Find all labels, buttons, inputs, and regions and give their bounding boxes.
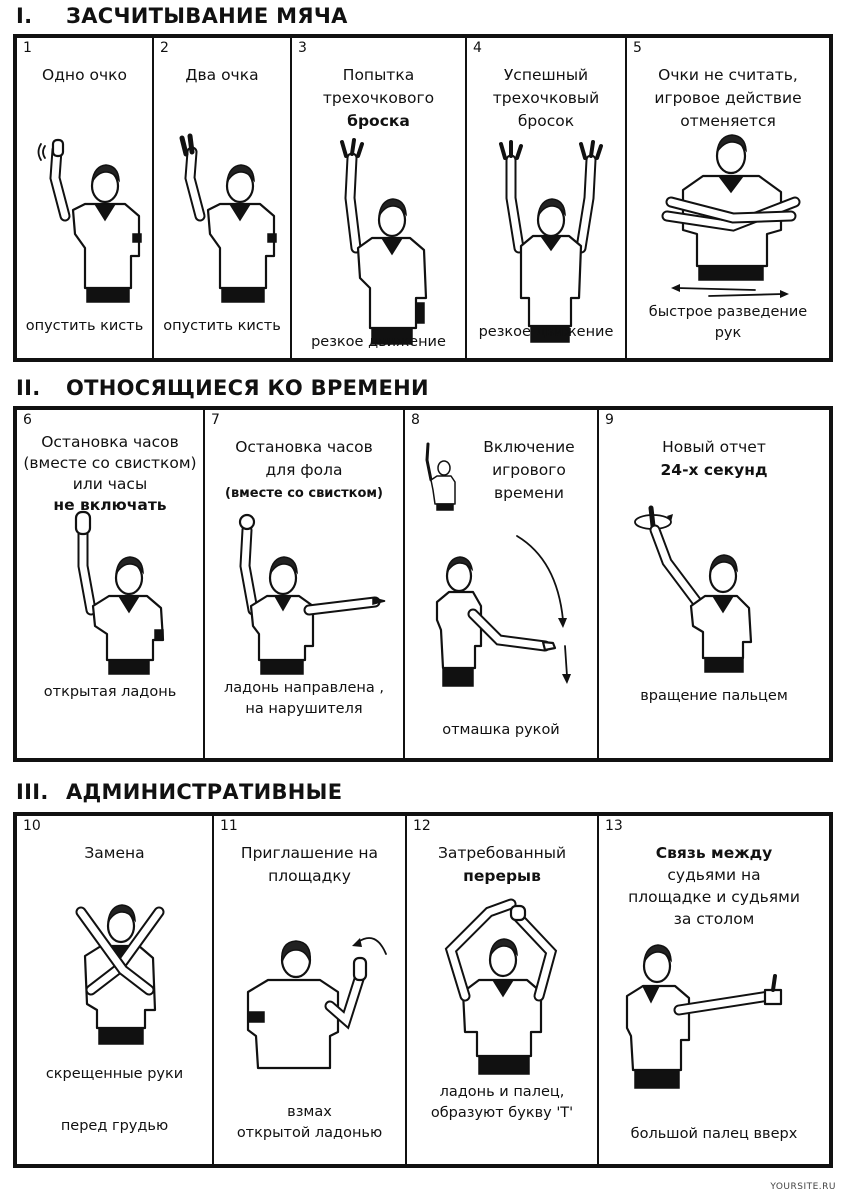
referee-three-point-success-figure: [499, 140, 603, 343]
panel-title: Затребованный перерыв: [437, 844, 567, 885]
section-1-box: 1 Одно очко опустить кисть 2 Два очка: [13, 34, 833, 362]
panel-number: 9: [605, 412, 614, 428]
panel-3: 3 Попытка трехочкового броска резкое дви…: [292, 38, 467, 358]
panel-number: 2: [160, 40, 169, 56]
panel-title: Одно очко: [42, 66, 127, 84]
panel-title: Приглашение на площадку: [240, 844, 379, 885]
section-1-number: I.: [16, 4, 33, 28]
panel-7: 7 Остановка часов для фола (вместе со св…: [205, 410, 405, 758]
panel-number: 5: [633, 40, 642, 56]
section-2-title: II. ОТНОСЯЩИЕСЯ КО ВРЕМЕНИ: [16, 376, 429, 400]
referee-cancel-score-figure: [661, 134, 801, 298]
panel-caption: открытая ладонь: [43, 684, 177, 700]
panel-number: 1: [23, 40, 32, 56]
panel-5: 5 Очки не считать, игровое действие отме…: [627, 38, 829, 358]
panel-6: 6 Остановка часов (вместе со свистком) и…: [17, 410, 205, 758]
panel-title: Остановка часов (вместе со свистком) или…: [23, 433, 197, 514]
panel-caption-second: перед грудью: [60, 1118, 169, 1134]
panel-number: 8: [411, 412, 420, 428]
section-2-number: II.: [16, 376, 41, 400]
referee-substitution-figure: [75, 904, 165, 1045]
panel-caption: вращение пальцем: [640, 688, 788, 704]
panel-number: 3: [298, 40, 307, 56]
panel-title: Два очка: [185, 66, 259, 84]
panel-title: Очки не считать, игровое действие отменя…: [654, 66, 802, 130]
panel-number: 13: [605, 818, 623, 834]
panel-caption: отмашка рукой: [442, 722, 560, 738]
section-2-label: ОТНОСЯЩИЕСЯ КО ВРЕМЕНИ: [66, 376, 429, 400]
panel-title: Остановка часов для фола (вместе со свис…: [225, 438, 383, 501]
panel-caption: взмах открытой ладонью: [236, 1104, 383, 1141]
panel-caption: резкое движение: [478, 324, 614, 340]
panel-caption: ладонь и палец, образуют букву 'T': [430, 1084, 574, 1121]
panel-8: 8 Включение игрового времени отмашка рук…: [405, 410, 599, 758]
panel-number: 6: [23, 412, 32, 428]
panel-title: Попытка трехочкового броска: [322, 66, 435, 130]
panel-12: 12 Затребованный перерыв ладонь и палец,…: [407, 816, 599, 1164]
panel-number: 4: [473, 40, 482, 56]
referee-one-point-figure: [37, 138, 142, 303]
panel-10: 10 Замена скрещенные руки перед грудью: [17, 816, 214, 1164]
referee-timeout-figure: [444, 898, 558, 1075]
referee-start-clock-figure: [435, 535, 571, 687]
panel-number: 10: [23, 818, 41, 834]
panel-title: Новый отчет 24-х секунд: [660, 438, 768, 479]
section-2-box: 6 Остановка часов (вместе со свистком) и…: [13, 406, 833, 762]
panel-number: 12: [413, 818, 431, 834]
panel-13: 13 Связь между судьями на площадке и суд…: [599, 816, 829, 1164]
section-3-number: III.: [16, 780, 49, 804]
panel-title: Замена: [84, 844, 145, 862]
referee-beckon-figure: [246, 937, 387, 1070]
section-3-title: III. АДМИНИСТРАТИВНЫЕ: [16, 780, 342, 804]
panel-caption: опустить кисть: [163, 318, 281, 334]
panel-title: Включение игрового времени: [483, 438, 575, 502]
panel-title: Успешный трехочковый бросок: [492, 66, 600, 130]
referee-two-points-figure: [179, 133, 277, 303]
panel-caption: ладонь направлена , на нарушителя: [224, 680, 384, 717]
panel-caption: скрещенные руки: [45, 1066, 184, 1082]
panel-9: 9 Новый отчет 24-х секунд вращение пальц…: [599, 410, 829, 758]
referee-stop-clock-figure: [74, 510, 165, 675]
panel-11: 11 Приглашение на площадку взмах открыто…: [214, 816, 407, 1164]
referee-foul-figure: [238, 513, 386, 675]
site-watermark: YOURSITE.RU: [770, 1182, 836, 1192]
referee-small-figure: [425, 442, 456, 511]
panel-4: 4 Успешный трехочковый бросок резкое дви…: [467, 38, 627, 358]
referee-24-second-reset-figure: [634, 505, 753, 673]
section-1-label: ЗАСЧИТЫВАНИЕ МЯЧА: [66, 4, 348, 28]
panel-caption: опустить кисть: [25, 318, 144, 334]
panel-2: 2 Два очка опустить кисть: [154, 38, 292, 358]
panel-caption: резкое движение: [311, 334, 446, 350]
panel-caption: быстрое разведение рук: [648, 304, 808, 341]
section-3-box: 10 Замена скрещенные руки перед грудью 1…: [13, 812, 833, 1168]
panel-caption: большой палец вверх: [630, 1126, 798, 1142]
referee-communication-figure: [625, 944, 783, 1089]
panel-number: 11: [220, 818, 238, 834]
referee-three-point-attempt-figure: [340, 138, 428, 345]
section-1-title: I. ЗАСЧИТЫВАНИЕ МЯЧА: [16, 4, 348, 28]
section-3-label: АДМИНИСТРАТИВНЫЕ: [66, 780, 343, 804]
panel-number: 7: [211, 412, 220, 428]
panel-1: 1 Одно очко опустить кисть: [17, 38, 154, 358]
panel-title: Связь между судьями на площадке и судьям…: [628, 844, 800, 928]
